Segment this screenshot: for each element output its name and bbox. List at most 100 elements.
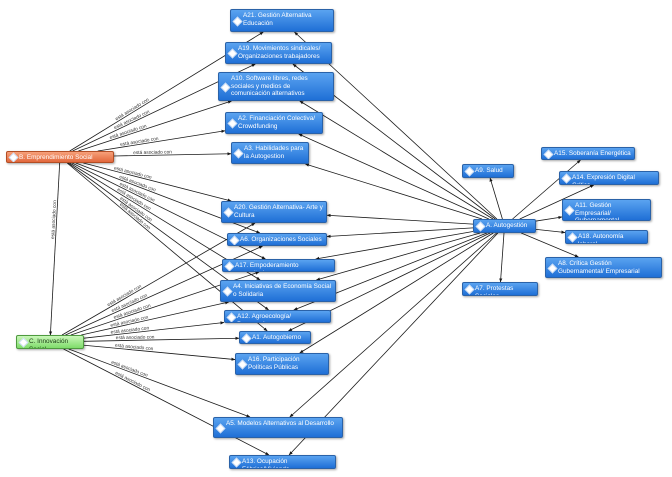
node-a17[interactable]: A17. Empoderamiento comunitario: [222, 259, 335, 272]
edge-label: está asociado con: [118, 202, 152, 232]
node-a6[interactable]: A6. Organizaciones Sociales: [227, 233, 327, 246]
node-a9[interactable]: A9. Salud: [462, 164, 514, 178]
node-a8-label: A8. Crítica Gestión Gubernamental/ Empre…: [558, 260, 640, 275]
node-a4[interactable]: A4. Iniciativas de Economía Social o Sol…: [220, 280, 336, 302]
edge-a-a11: [535, 215, 563, 222]
node-a21-label: A21. Gestión Alternativa Educación: [243, 12, 312, 27]
concept-icon: [18, 337, 29, 348]
edge-a-a3: [304, 163, 483, 220]
node-a10-label: A10. Software libres, redes sociales y m…: [231, 75, 308, 98]
edge-a-a2: [298, 133, 489, 220]
edge-c-a12: [83, 321, 225, 339]
edge-c-a1: [83, 336, 240, 342]
edge-label: está asociado con: [118, 181, 156, 204]
edge-label: está asociado con: [110, 325, 149, 335]
edge-label: está asociado con: [113, 165, 152, 181]
node-a13-label: A13. Ocupación Fábrica/Vivienda: [242, 458, 289, 468]
concept-icon: [226, 312, 237, 322]
node-a5[interactable]: A5. Modelos Alternativos al Desarrollo: [213, 417, 343, 438]
edge-b-c: [48, 162, 61, 336]
node-c-innovacion-social[interactable]: C. Innovación Social: [16, 335, 84, 349]
node-b-emprendimiento-social[interactable]: B. Emprendimiento Social: [6, 151, 114, 163]
node-a4-label: A4. Iniciativas de Economía Social o Sol…: [233, 283, 332, 298]
edge-a-a7: [499, 232, 505, 283]
edge-label: está asociado con: [111, 293, 149, 315]
edge-b-a10: [78, 100, 232, 152]
concept-icon: [464, 166, 475, 177]
edge-a-a6: [326, 227, 474, 238]
edge-a-a10: [299, 100, 494, 220]
node-a2[interactable]: A2. Financiación Colectiva/ Crowdfunding: [225, 112, 323, 134]
edge-label: está asociado con: [116, 334, 155, 341]
concept-icon: [547, 263, 558, 273]
node-a10[interactable]: A10. Software libres, redes sociales y m…: [218, 72, 334, 101]
node-b-label: B. Emprendimiento Social: [19, 154, 93, 161]
edge-label: está asociado con: [114, 97, 150, 123]
node-a18-label: A18. Autonomía laboral: [578, 233, 624, 243]
node-a20[interactable]: A20. Gestión Alternativa- Arte y Cultura: [221, 201, 327, 223]
node-a18[interactable]: A18. Autonomía laboral: [565, 230, 648, 244]
node-a11-label: A11. Gestión Empresarial/ Gubernamental: [575, 202, 620, 221]
node-a9-label: A9. Salud: [475, 167, 503, 174]
node-a19-label: A19. Movimientos sindicales/ Organizacio…: [238, 45, 321, 60]
edge-a-a18: [535, 228, 566, 234]
concept-icon: [215, 423, 226, 433]
edge-b-a1: [66, 162, 268, 332]
concept-icon: [233, 148, 244, 159]
node-a-label: A. Autogestión: [486, 222, 528, 229]
node-a13[interactable]: A13. Ocupación Fábrica/Vivienda: [229, 455, 336, 469]
node-a14-label: A14. Expresión Digital Crítica: [572, 174, 635, 184]
node-a3[interactable]: A3. Habilidades para la Autogestion: [231, 142, 309, 164]
concept-icon: [224, 261, 235, 271]
edge-a-a17: [315, 231, 474, 260]
edge-label: está asociado con: [116, 187, 152, 213]
edge-c-a5: [68, 348, 251, 418]
node-a16-label: A16. Participación Políticas Públicas: [248, 356, 300, 371]
edge-label: está asociado con: [106, 283, 143, 308]
concept-icon: [222, 286, 233, 297]
edge-label: está asociado con: [114, 370, 151, 393]
edge-c-a16: [83, 344, 236, 361]
node-c-label: C. Innovación Social: [29, 338, 69, 348]
edge-label: está asociado con: [113, 109, 151, 131]
node-a1[interactable]: A1. Autogobierno: [239, 331, 311, 344]
edge-label: está asociado con: [133, 149, 172, 156]
node-a8[interactable]: A8. Crítica Gestión Gubernamental/ Empre…: [545, 257, 662, 278]
concept-icon: [543, 149, 554, 159]
node-a12-label: A12. Agroecología/ Permacultura: [237, 313, 292, 322]
concept-icon: [464, 284, 475, 295]
edge-label: está asociado con: [120, 136, 159, 148]
concept-icon: [232, 16, 243, 26]
node-a6-label: A6. Organizaciones Sociales: [240, 236, 322, 243]
node-a3-label: A3. Habilidades para la Autogestion: [244, 145, 304, 160]
node-a7[interactable]: A7. Protestas Sociales: [462, 282, 538, 296]
node-a21[interactable]: A21. Gestión Alternativa Educación: [230, 9, 334, 32]
concept-icon: [241, 333, 252, 343]
edge-b-a3: [113, 152, 232, 157]
node-a-autogestion[interactable]: A. Autogestión: [473, 219, 536, 233]
node-a12[interactable]: A12. Agroecología/ Permacultura: [224, 310, 331, 323]
concept-icon: [475, 221, 486, 232]
node-a16[interactable]: A16. Participación Políticas Públicas: [235, 353, 329, 375]
node-a7-label: A7. Protestas Sociales: [475, 285, 514, 295]
edge-label: está asociado con: [118, 174, 157, 193]
node-a14[interactable]: A14. Expresión Digital Crítica: [559, 171, 659, 185]
edge-b-a20: [83, 162, 232, 202]
concept-icon: [220, 82, 231, 92]
edge-a-a9: [489, 177, 503, 220]
node-a15[interactable]: A15. Soberanía Energética: [541, 147, 635, 160]
edge-c-a4: [81, 301, 230, 336]
concept-icon: [227, 48, 238, 59]
edge-label: está asociado con: [113, 303, 152, 321]
node-a11[interactable]: A11. Gestión Empresarial/ Gubernamental: [562, 199, 651, 221]
edge-label: está asociado con: [115, 343, 154, 353]
node-a19[interactable]: A19. Movimientos sindicales/ Organizacio…: [225, 42, 332, 64]
edge-a-a20: [326, 213, 474, 225]
edge-label: está asociado con: [110, 314, 149, 328]
concept-icon: [567, 232, 578, 243]
concept-icon: [231, 457, 242, 468]
concept-icon: [237, 359, 248, 370]
concept-icon: [564, 205, 575, 216]
node-a5-label: A5. Modelos Alternativos al Desarrollo: [226, 420, 334, 427]
